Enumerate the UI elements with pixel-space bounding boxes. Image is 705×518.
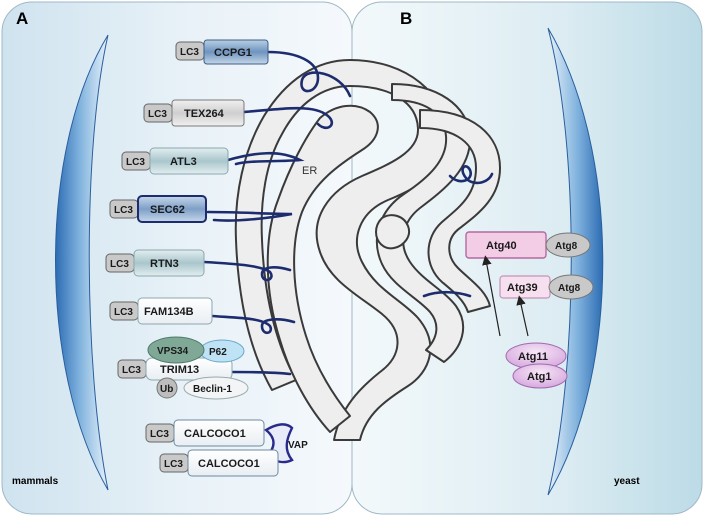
mammal-membrane: [55, 34, 109, 491]
lc3-tex264: LC3: [148, 109, 167, 120]
trim13-label: TRIM13: [160, 364, 199, 376]
atg39-label: Atg39: [507, 282, 538, 294]
calcoco1-bottom-label: CALCOCO1: [198, 458, 260, 470]
yeast-membrane: [547, 27, 604, 496]
mammals-label: mammals: [12, 476, 59, 487]
vap-label: VAP: [288, 440, 308, 451]
lc3-sec62: LC3: [114, 205, 133, 216]
atl3-label: ATL3: [170, 156, 197, 168]
ccpg1-label: CCPG1: [214, 47, 252, 59]
panel-b-letter: B: [400, 9, 412, 28]
lc3-calcoco1-top: LC3: [150, 429, 169, 440]
lc3-rtn3: LC3: [110, 259, 129, 270]
yeast-label: yeast: [614, 476, 640, 487]
atg40-label: Atg40: [486, 240, 517, 252]
tethers: [202, 50, 494, 376]
vps34-label: VPS34: [157, 346, 189, 357]
p62-label: P62: [209, 347, 227, 358]
lc3-calcoco1-bottom: LC3: [164, 459, 183, 470]
sec62-label: SEC62: [150, 204, 185, 216]
ub-label: Ub: [160, 384, 173, 395]
lc3-fam134b: LC3: [114, 307, 133, 318]
atg1-label: Atg1: [527, 371, 551, 383]
atg8-atg39: Atg8: [558, 283, 581, 294]
trim13-complex: LC3 TRIM13 P62 VPS34 Ub Beclin-1: [117, 336, 249, 400]
lc3-trim13: LC3: [122, 365, 141, 376]
lc3-ccpg1: LC3: [180, 47, 199, 58]
fam134b-label: FAM134B: [144, 306, 194, 318]
beclin-label: Beclin-1: [193, 384, 232, 395]
panel-a-letter: A: [16, 9, 28, 28]
yeast-receptors: Atg40 Atg8 Atg39 Atg8 Atg11 Atg1: [465, 231, 594, 389]
er-label: ER: [302, 165, 317, 177]
atg8-atg40: Atg8: [555, 241, 578, 252]
calcoco1-top-label: CALCOCO1: [184, 428, 246, 440]
mammal-receptors: LC3 CCPG1 LC3 TEX264 LC3 ATL3 LC3 SEC62 …: [105, 39, 269, 325]
tex264-label: TEX264: [184, 108, 225, 120]
rtn3-label: RTN3: [150, 258, 179, 270]
calcoco1-rows: LC3 CALCOCO1 LC3 CALCOCO1: [145, 419, 279, 477]
atg11-label: Atg11: [518, 351, 548, 363]
lc3-atl3: LC3: [126, 157, 145, 168]
